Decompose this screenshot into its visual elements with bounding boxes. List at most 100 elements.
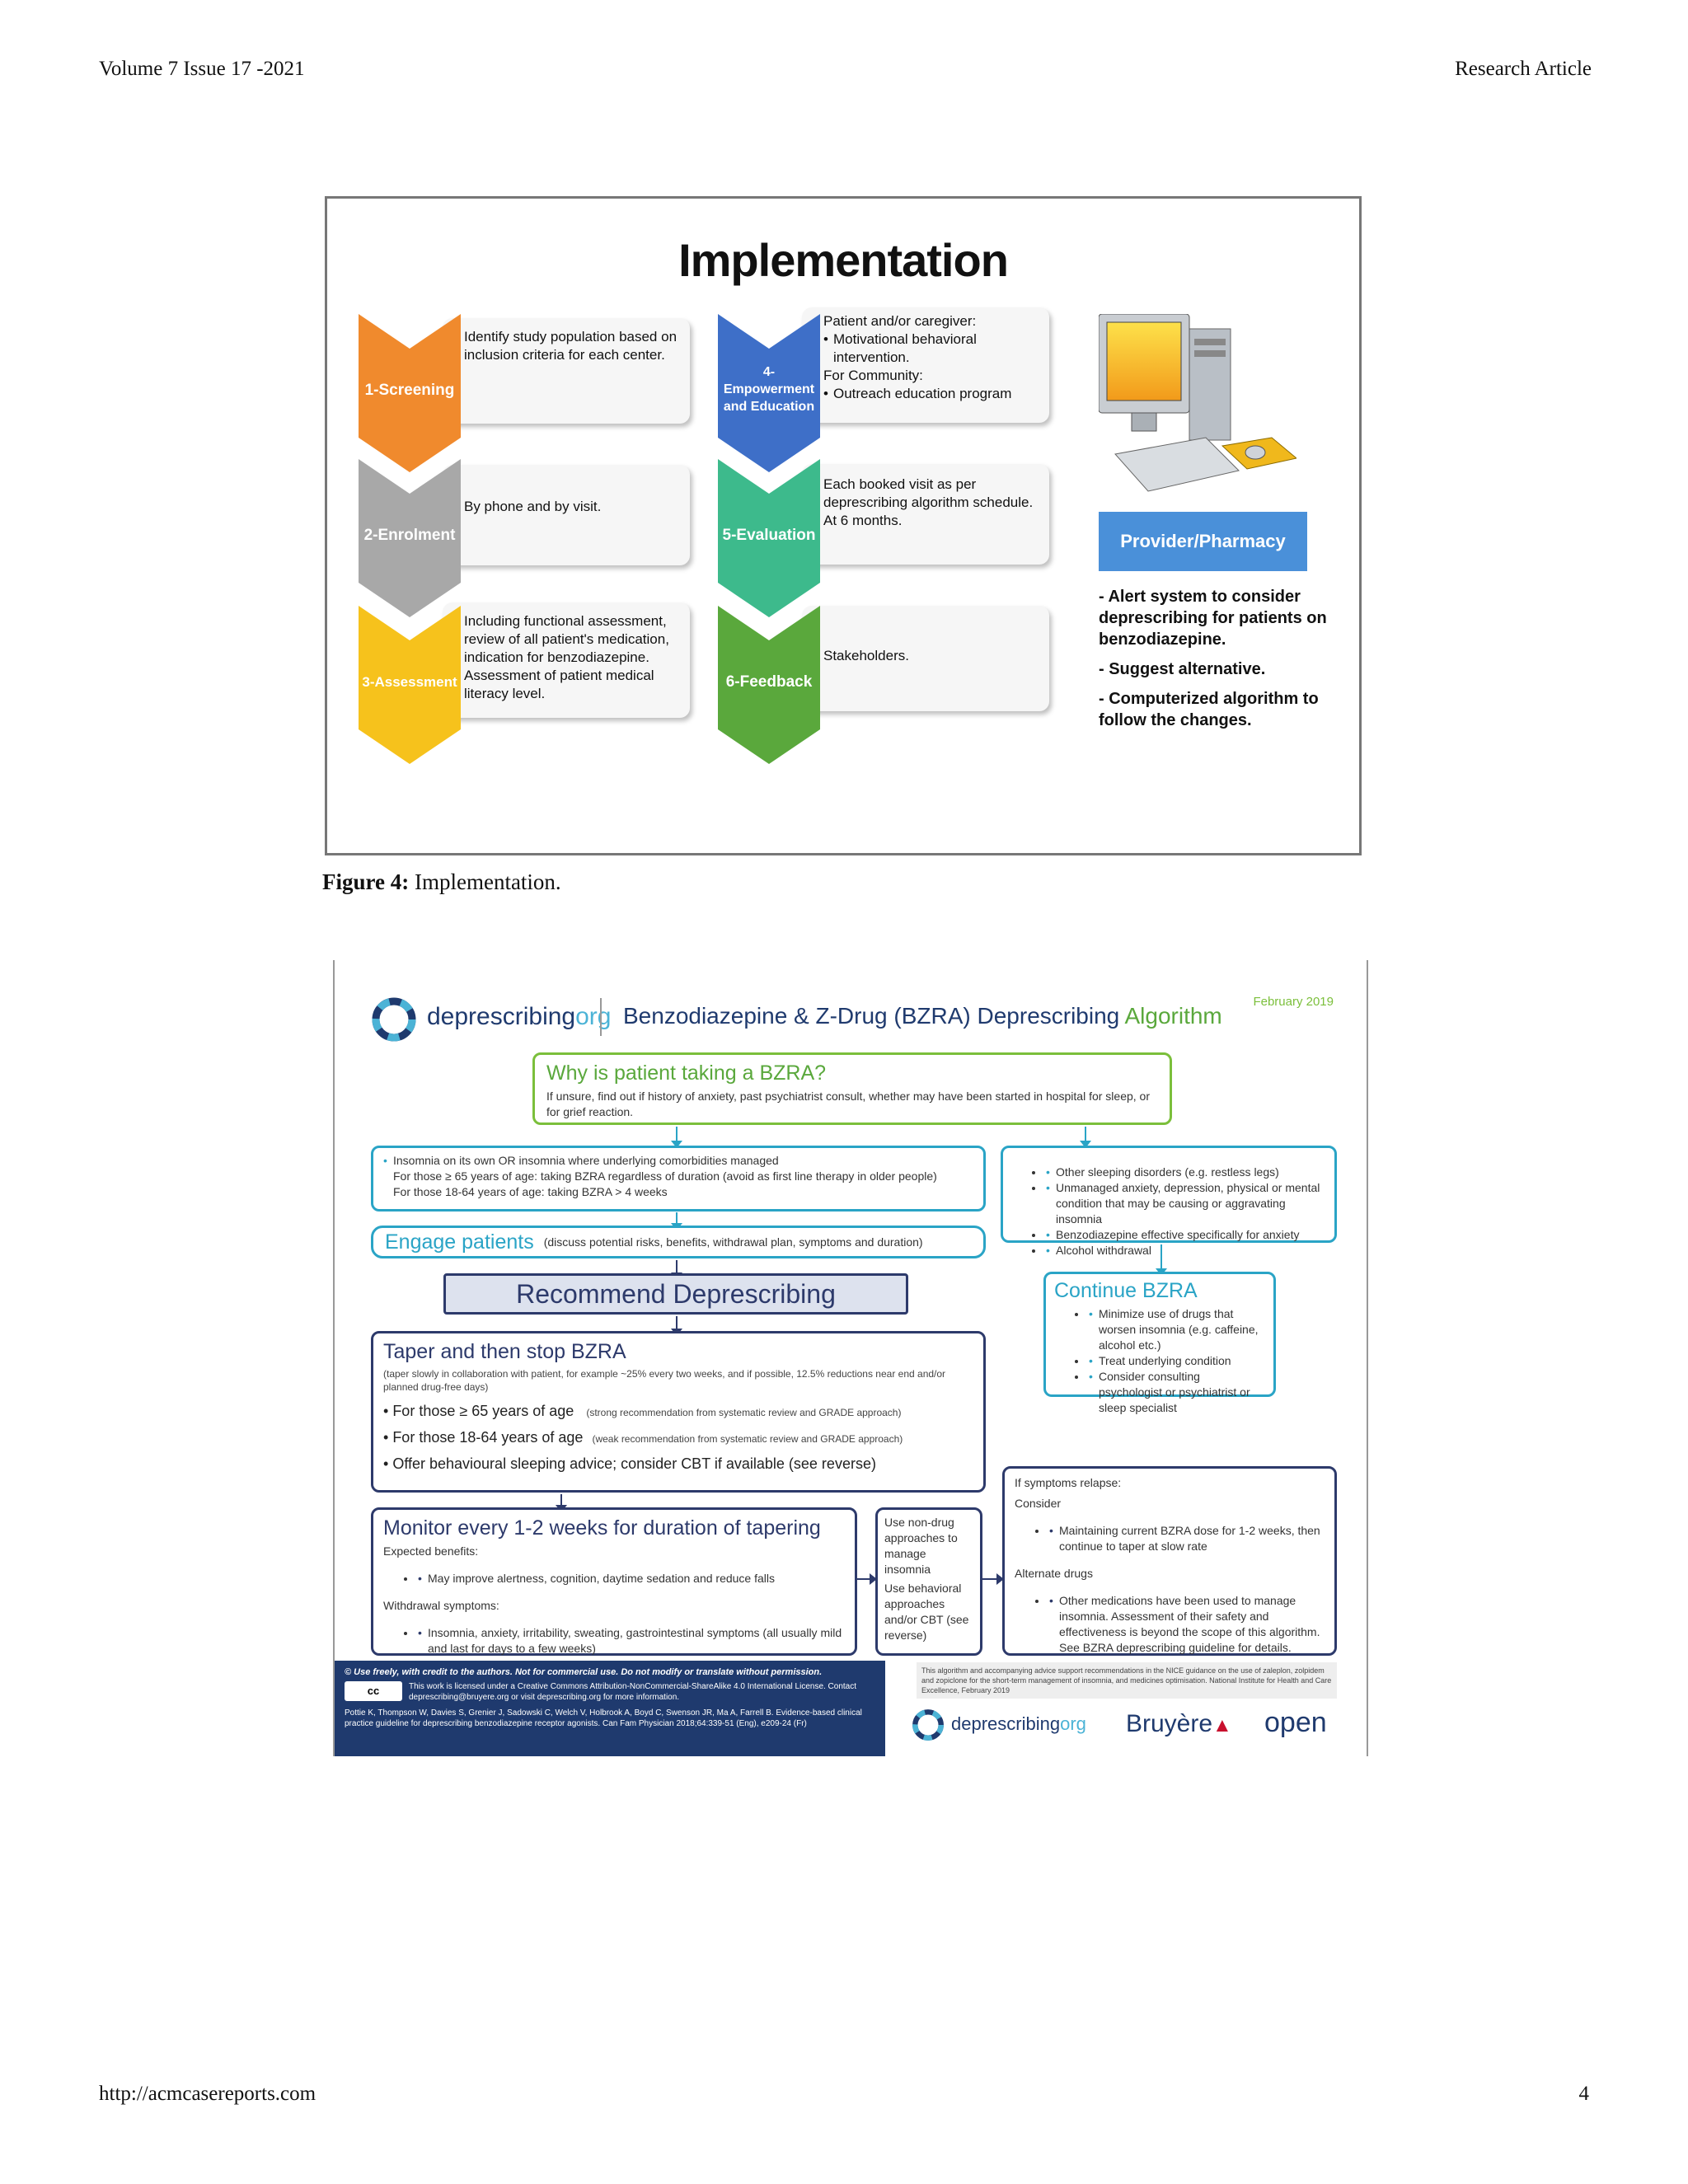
chevron-icon <box>718 606 820 782</box>
provider-point: - Computerized algorithm to follow the c… <box>1099 688 1346 731</box>
flow-arrow <box>676 1127 678 1141</box>
chevron-assessment: 3-Assessment <box>359 606 461 786</box>
brand-suffix: org <box>1060 1713 1086 1734</box>
figure-4-caption: Figure 4: Implementation. <box>322 869 561 895</box>
indication-text: For those ≥ 65 years of age: taking BZRA… <box>382 1169 975 1184</box>
brand-name: deprescribing <box>427 1003 575 1030</box>
taper-title: Taper and then stop BZRA <box>383 1340 973 1364</box>
header-divider <box>600 998 602 1036</box>
condition-item: Other sleeping disorders (e.g. restless … <box>1044 1165 1326 1180</box>
indication-text: For those 18-64 years of age: taking BZR… <box>382 1184 975 1200</box>
continue-item: Treat underlying condition <box>1087 1353 1265 1369</box>
brand-suffix: org <box>575 1003 611 1030</box>
flow-arrow <box>1160 1244 1162 1269</box>
deprescribing-logo-icon <box>912 1708 945 1741</box>
provider-point: - Alert system to consider deprescribing… <box>1099 586 1346 650</box>
taper-item-note: (strong recommendation from systematic r… <box>586 1407 901 1418</box>
journal-volume: Volume 7 Issue 17 -2021 <box>99 58 305 81</box>
condition-item: Benzodiazepine effective specifically fo… <box>1044 1227 1326 1243</box>
indication-text: Insomnia on its own OR insomnia where un… <box>393 1154 779 1167</box>
benefits-label: Expected benefits: <box>383 1544 845 1559</box>
other-conditions-box: Other sleeping disorders (e.g. restless … <box>1001 1146 1337 1243</box>
implementation-title: Implementation <box>327 233 1359 287</box>
continue-item: Minimize use of drugs that worsen insomn… <box>1087 1306 1265 1353</box>
non-drug-text: Use non-drug approaches to manage insomn… <box>884 1515 973 1577</box>
taper-item: • For those 18-64 years of age (weak rec… <box>383 1425 973 1451</box>
condition-item: Unmanaged anxiety, depression, physical … <box>1044 1180 1326 1227</box>
relapse-consider-item: Maintaining current BZRA dose for 1-2 we… <box>1048 1523 1325 1554</box>
algorithm-title: Benzodiazepine & Z-Drug (BZRA) Deprescri… <box>623 1003 1222 1029</box>
figure-5-bzra-algorithm: deprescribingorg Benzodiazepine & Z-Drug… <box>333 960 1368 1756</box>
engage-title: Engage patients <box>385 1230 534 1254</box>
flow-arrow <box>857 1578 870 1580</box>
flow-arrow <box>560 1494 562 1506</box>
open-logo: open <box>1264 1707 1327 1739</box>
withdrawal-item: Insomnia, anxiety, irritability, sweatin… <box>416 1625 845 1657</box>
step-card-feedback: Stakeholders. <box>802 606 1049 711</box>
taper-box: Taper and then stop BZRA (taper slowly i… <box>371 1331 986 1493</box>
bruyere-text: Bruyère <box>1126 1710 1212 1737</box>
algorithm-title-main: Benzodiazepine & Z-Drug (BZRA) Deprescri… <box>623 1003 1124 1029</box>
flow-arrow <box>1085 1127 1086 1141</box>
step-item: Outreach education program <box>814 385 1041 403</box>
figure-4-implementation: Implementation Identify study population… <box>325 196 1362 855</box>
condition-item: Alcohol withdrawal <box>1044 1243 1326 1258</box>
continue-bzra-box: Continue BZRA Minimize use of drugs that… <box>1043 1272 1276 1397</box>
step-item: By phone and by visit. <box>454 498 682 516</box>
flame-icon: ▲ <box>1212 1714 1232 1736</box>
footer-brand-wordmark: deprescribingorg <box>951 1713 1086 1735</box>
behavioral-text: Use behavioral approaches and/or CBT (se… <box>884 1581 973 1643</box>
caption-text: Implementation. <box>409 869 560 894</box>
why-text: If unsure, find out if history of anxiet… <box>546 1089 1158 1120</box>
brand-name: deprescribing <box>951 1713 1060 1734</box>
citation-text: Pottie K, Thompson W, Davies S, Grenier … <box>345 1708 875 1729</box>
relapse-box: If symptoms relapse: Consider Maintainin… <box>1002 1466 1337 1656</box>
nice-guidance-note: This algorithm and accompanying advice s… <box>917 1662 1337 1699</box>
taper-item-text: Offer behavioural sleeping advice; consi… <box>392 1455 876 1472</box>
deprescribing-logo-icon <box>371 996 417 1043</box>
taper-item: • Offer behavioural sleeping advice; con… <box>383 1451 973 1476</box>
taper-note: (taper slowly in collaboration with pati… <box>383 1367 973 1394</box>
step-card-enrolment: By phone and by visit. <box>443 465 690 565</box>
engage-patients-box: Engage patients (discuss potential risks… <box>371 1226 986 1258</box>
step-item: At 6 months. <box>814 512 1041 530</box>
step-item: Each booked visit as per deprescribing a… <box>814 476 1041 512</box>
license-heading: © Use freely, with credit to the authors… <box>345 1667 875 1677</box>
step-label: 4-Empowerment and Education <box>718 363 820 415</box>
step-card-screening: Identify study population based on inclu… <box>443 318 690 424</box>
non-drug-box: Use non-drug approaches to manage insomn… <box>875 1507 982 1656</box>
recommend-deprescribing: Recommend Deprescribing <box>443 1273 908 1315</box>
step-item: Identify study population based on inclu… <box>454 328 682 364</box>
bruyere-logo: Bruyère▲ <box>1126 1710 1232 1738</box>
taper-item-text: For those 18-64 years of age <box>392 1429 583 1446</box>
step-label: 1-Screening <box>359 382 461 400</box>
provider-pharmacy-label: Provider/Pharmacy <box>1099 512 1307 571</box>
license-text: This work is licensed under a Creative C… <box>409 1681 875 1703</box>
taper-item: • For those ≥ 65 years of age (strong re… <box>383 1399 973 1425</box>
algorithm-date: February 2019 <box>1253 995 1334 1009</box>
why-title: Why is patient taking a BZRA? <box>546 1062 1158 1085</box>
relapse-alt-item: Other medications have been used to mana… <box>1048 1593 1325 1656</box>
computer-icon <box>1099 314 1296 504</box>
chevron-feedback: 6-Feedback <box>718 606 820 786</box>
journal-url: http://acmcasereports.com <box>99 2083 316 2106</box>
step-item: Motivational behavioral intervention. <box>814 330 1041 367</box>
taper-item-note: (weak recommendation from systematic rev… <box>592 1433 903 1445</box>
monitor-box: Monitor every 1-2 weeks for duration of … <box>371 1507 857 1656</box>
brand-wordmark: deprescribingorg <box>427 1003 611 1031</box>
relapse-alt-label: Alternate drugs <box>1015 1566 1325 1582</box>
chevron-icon <box>359 606 461 782</box>
flow-arrow <box>676 1212 678 1224</box>
step-label: 3-Assessment <box>359 673 461 691</box>
creative-commons-icon: cc <box>345 1681 402 1701</box>
withdrawal-label: Withdrawal symptoms: <box>383 1598 845 1614</box>
step-item: Patient and/or caregiver: <box>814 312 1041 330</box>
step-card-evaluation: Each booked visit as per deprescribing a… <box>802 464 1049 565</box>
benefits-item: May improve alertness, cognition, daytim… <box>416 1571 845 1586</box>
caption-label: Figure 4: <box>322 869 409 894</box>
article-type: Research Article <box>1455 58 1592 81</box>
relapse-title: If symptoms relapse: <box>1015 1475 1325 1491</box>
step-label: 5-Evaluation <box>718 527 820 545</box>
provider-points: - Alert system to consider deprescribing… <box>1099 586 1346 739</box>
insomnia-indication-box: •Insomnia on its own OR insomnia where u… <box>371 1146 986 1212</box>
